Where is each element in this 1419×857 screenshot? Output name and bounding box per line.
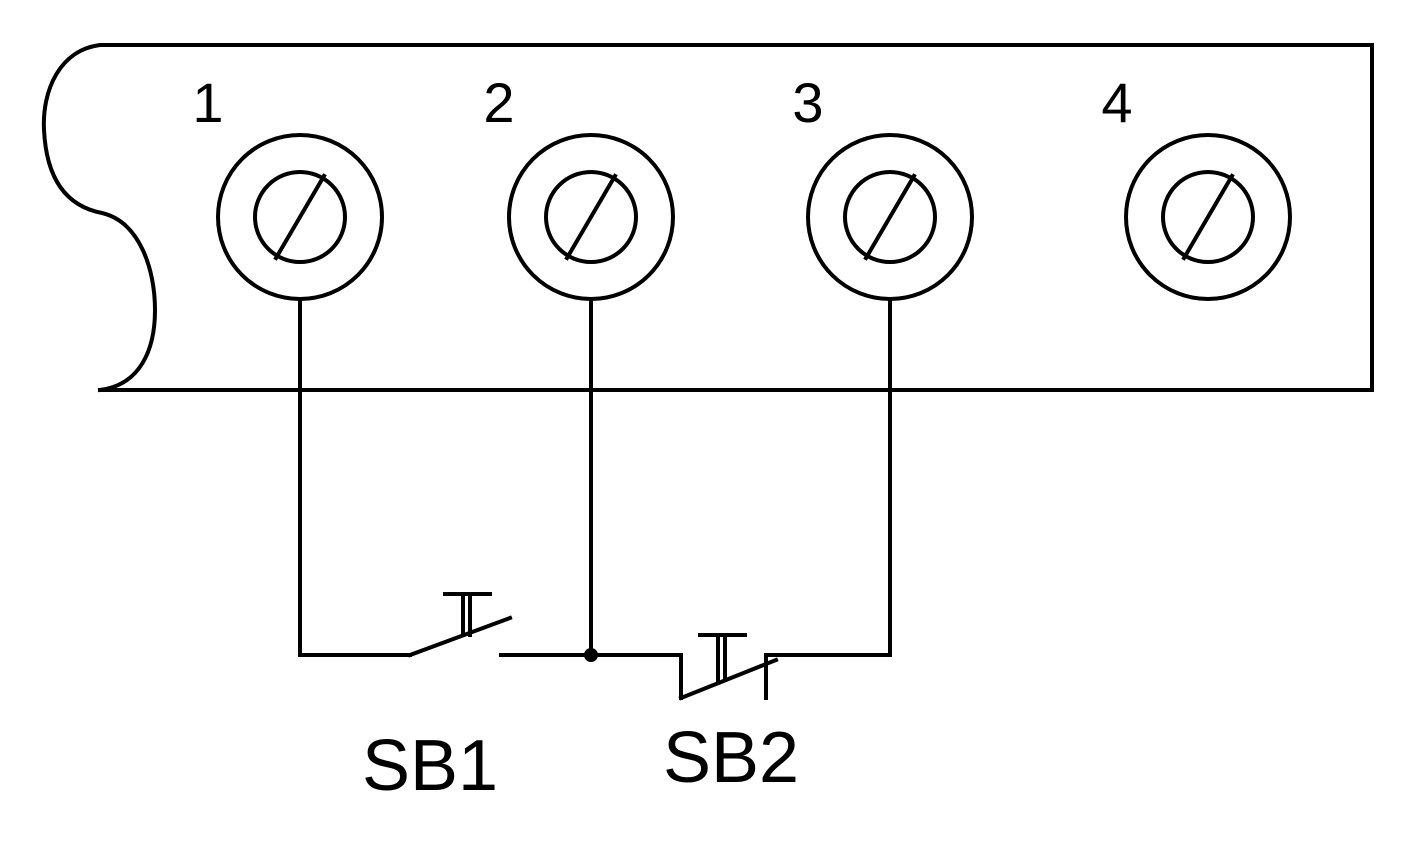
sb1-pushbutton-icon: SB1 [362,592,513,806]
wire-terminal-1 [298,297,412,657]
terminal-ring [1124,133,1292,301]
screw-slot [273,173,327,261]
sb2-pushbutton-icon: SB2 [663,633,799,798]
sb1-contact-blade [407,615,513,658]
terminal-block-outline [41,43,1374,393]
screw-head-icon [544,170,638,264]
terminal-number: 2 [483,71,514,134]
terminal-number: 1 [192,71,223,134]
screw-slot [1181,173,1235,261]
screw-slot [863,173,917,261]
terminal-number: 3 [792,71,823,134]
screw-head-icon [1161,170,1255,264]
wire-terminal-3 [764,297,892,657]
sb1-label: SB1 [362,726,498,806]
junction-dot [584,648,598,662]
terminal-3: 3 [792,71,974,301]
screw-slot [564,173,618,261]
screw-head-icon [253,170,347,264]
sb2-contact-blade [678,657,779,701]
terminal-4: 4 [1101,71,1292,301]
terminal-number: 4 [1101,71,1132,134]
terminal-1: 1 [192,71,384,301]
screw-head-icon [843,170,937,264]
sb2-label: SB2 [663,718,799,798]
terminal-2: 2 [483,71,675,301]
